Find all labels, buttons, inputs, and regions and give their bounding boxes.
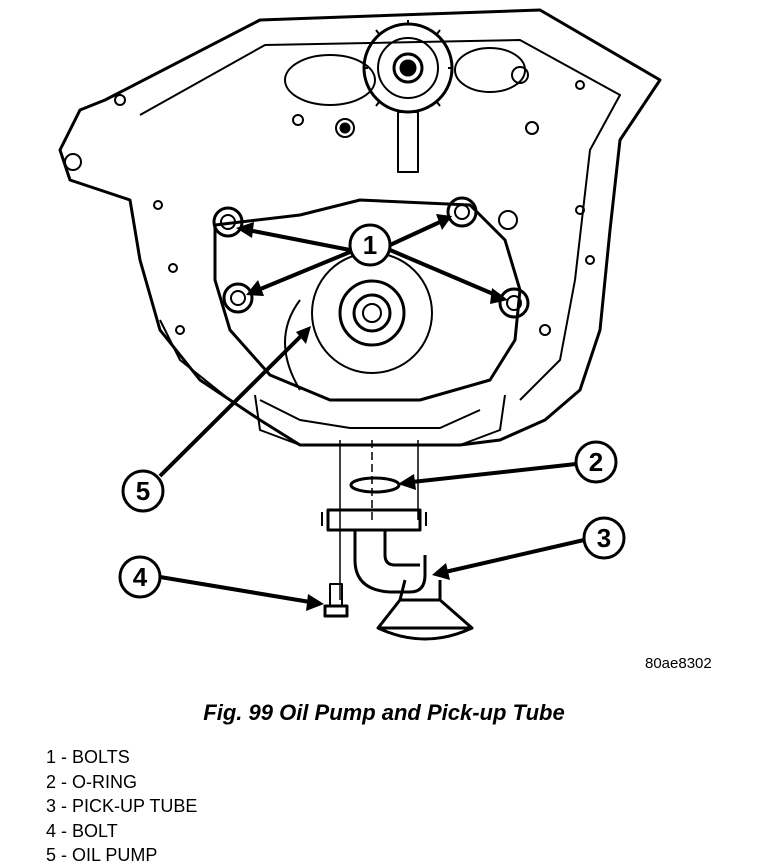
leader-4 [159, 575, 311, 604]
leader-2 [411, 462, 577, 484]
arrowhead [490, 288, 508, 304]
callout-circle-5 [121, 469, 165, 513]
callout-3: 3 [597, 523, 611, 553]
legend-item: 1 - BOLTS [46, 747, 130, 767]
arrowhead [398, 474, 416, 490]
callout-circle-2 [574, 440, 618, 484]
leader-3 [444, 538, 585, 574]
arrowhead [236, 222, 254, 238]
legend-item: 4 - BOLT [46, 820, 118, 841]
leader-5 [158, 333, 304, 478]
callout-1: 1 [363, 230, 377, 260]
legend-num: 4 [46, 820, 57, 841]
legend-item: 3 - PICK-UP TUBE [46, 796, 198, 816]
legend-label: O-RING [72, 771, 138, 792]
engine-diagram: 1 2 3 4 5 [58, 8, 662, 641]
legend-num: 1 [46, 747, 57, 767]
callout-5: 5 [136, 476, 150, 506]
callout-4: 4 [133, 562, 148, 592]
legend-num: 5 [46, 845, 57, 865]
legend-num: 2 [46, 771, 57, 792]
leader-1b [257, 250, 351, 292]
arrowhead [296, 326, 311, 344]
legend-item: 2 - O-RING [46, 771, 138, 792]
legend-item: 5 - OIL PUMP [46, 845, 158, 865]
legend-label: PICK-UP TUBE [72, 796, 198, 816]
pump-bolts [212, 196, 530, 319]
leader-1c [389, 220, 441, 247]
legend-list: 1 - BOLTS 2 - O-RING 3 - PICK-UP TUBE 4 … [46, 745, 197, 868]
arrowhead [306, 594, 324, 611]
arrowhead [246, 280, 264, 296]
arrowhead [432, 563, 450, 580]
leader-1a [247, 228, 351, 252]
pick-up-tube [321, 508, 474, 641]
legend-label: BOLTS [72, 747, 130, 767]
legend-label: BOLT [72, 820, 118, 841]
legend-num: 3 [46, 796, 57, 816]
legend-label: OIL PUMP [72, 845, 158, 865]
leader-1d [389, 248, 499, 298]
o-ring [349, 476, 401, 494]
figure-code: 80ae8302 [645, 655, 712, 672]
callout-circle-3 [582, 516, 626, 560]
callout-2: 2 [589, 447, 603, 477]
single-bolt [323, 583, 349, 618]
arrowhead [436, 214, 452, 230]
timing-sprocket [362, 20, 454, 173]
oil-pump-housing [213, 198, 522, 429]
figure-caption: Fig. 99 Oil Pump and Pick-up Tube [203, 700, 565, 725]
